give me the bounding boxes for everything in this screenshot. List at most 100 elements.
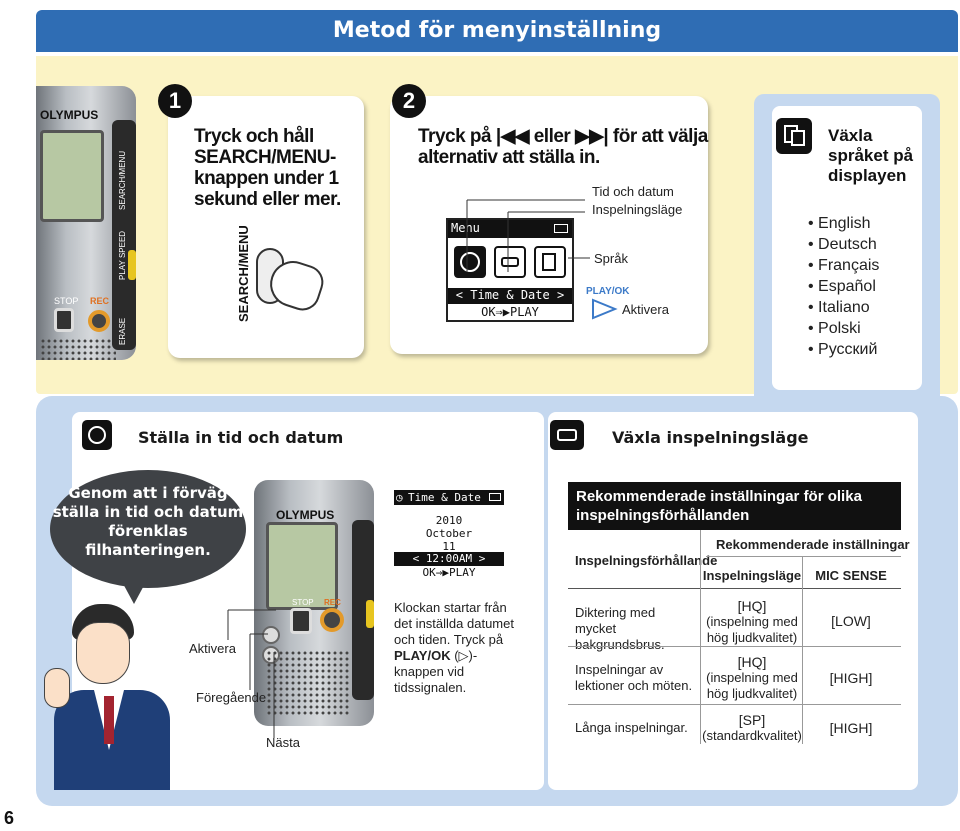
play-button-icon[interactable] — [590, 298, 618, 320]
device-brand: OLYMPUS — [40, 108, 99, 122]
device-rec-label-bottom: REC — [324, 598, 341, 607]
row1-mic: [LOW] — [831, 613, 871, 629]
device-erase-label: ERASE — [118, 317, 127, 345]
step2-text-part2: eller — [533, 126, 571, 147]
page-title: Metod för menyinställning — [332, 18, 662, 43]
menu-lcd-left-arrow: < — [455, 288, 471, 302]
header-banner: Metod för menyinställning — [36, 10, 958, 52]
col-recommended: Rekommenderade inställningar — [716, 537, 910, 552]
businessman-face — [76, 622, 130, 684]
time-description-part2: -knappen vid tidssignalen. — [394, 648, 478, 695]
step2-instruction: Tryck på |◀◀ eller ▶▶| för att välja alt… — [418, 126, 708, 168]
row3-mic: [HIGH] — [829, 720, 873, 736]
row2-mode-note: (inspelning med hög ljudkvalitet) — [706, 670, 798, 701]
language-item[interactable]: • Русский — [808, 341, 878, 358]
erase-button-bottom[interactable] — [366, 600, 374, 628]
row3-condition: Långa inspelningar. — [575, 720, 688, 735]
menu-lcd-title-bar: Menu — [448, 220, 572, 238]
tape-icon[interactable] — [494, 246, 526, 278]
language-panel-icon — [776, 118, 812, 154]
row1-condition: Diktering med mycket bakgrundsbrus. — [575, 605, 665, 652]
step2-number: 2 — [392, 84, 426, 118]
rec-button-bottom[interactable] — [320, 608, 344, 632]
row1-mode: [HQ] (inspelning med hög ljudkvalitet) — [702, 598, 802, 646]
language-item[interactable]: • Español — [808, 278, 876, 295]
time-date-month: October — [425, 527, 473, 540]
device-stop-label-bottom: STOP — [292, 598, 314, 607]
play-mini-icon: ▷ — [458, 648, 469, 663]
battery-icon-mini — [489, 493, 501, 501]
time-date-lcd-title: Time & Date — [408, 491, 481, 504]
language-item[interactable]: • Français — [808, 257, 880, 274]
language-item[interactable]: • English — [808, 215, 871, 232]
device-callout-lines — [227, 609, 276, 738]
language-icon[interactable] — [534, 246, 566, 278]
menu-lcd-selection: < Time & Date > — [448, 288, 572, 304]
row1-mode-value: [HQ] — [737, 598, 767, 614]
callout-language: Språk — [594, 251, 628, 266]
rec-button[interactable] — [88, 310, 110, 332]
callout-rec-mode: Inspelningsläge — [592, 202, 683, 217]
device-screen — [40, 130, 104, 222]
time-section-title: Ställa in tid och datum — [138, 428, 344, 447]
businessman-illustration — [44, 604, 174, 790]
time-date-time: 12:00AM — [425, 552, 473, 565]
step2-callout-lines — [466, 199, 590, 272]
callout-play-ok: PLAY/OK — [586, 286, 630, 297]
time-date-time-row: < 12:00AM > — [394, 552, 504, 566]
clock-icon[interactable] — [454, 246, 486, 278]
time-date-lcd: ◷ Time & Date 2010 October 11 < 12:00AM … — [394, 490, 504, 580]
row3-mode: [SP] (standardkvalitet) — [702, 712, 802, 744]
col-mode: Inspelningsläge — [702, 568, 802, 583]
time-description-bold: PLAY/OK — [394, 648, 451, 663]
speech-bubble-text: Genom att i förväg ställa in tid och dat… — [52, 484, 244, 559]
row2-mic: [HIGH] — [829, 670, 873, 686]
language-item[interactable]: • Polski — [808, 320, 861, 337]
previous-button-bottom[interactable] — [262, 626, 280, 644]
clock-section-icon — [82, 420, 112, 450]
step1-instruction: Tryck och håll SEARCH/MENU-knappen under… — [194, 126, 341, 210]
clock-mini-icon: ◷ — [396, 491, 403, 504]
time-description-part1: Klockan startar från det inställda datum… — [394, 600, 514, 647]
label-activate: Aktivera — [189, 641, 236, 656]
tape-section-icon — [550, 420, 584, 450]
step1-card — [168, 96, 364, 358]
row2-mode: [HQ] (inspelning med hög ljudkvalitet) — [702, 654, 802, 702]
col-mic: MIC SENSE — [815, 568, 887, 583]
battery-icon — [554, 224, 568, 233]
language-list: • English • Deutsch • Français • Español… — [808, 213, 918, 360]
next-icon: ▶▶| — [575, 126, 609, 147]
stop-button[interactable] — [54, 308, 74, 332]
page-number: 6 — [4, 808, 15, 828]
step2-text-part3: för att välja alternativ att ställa in. — [418, 126, 708, 168]
time-date-day: 11 — [442, 540, 456, 553]
row2-condition: Inspelningar av lektioner och möten. — [575, 662, 693, 693]
erase-button[interactable] — [128, 250, 136, 280]
rec-section-title: Växla inspelningsläge — [612, 428, 809, 447]
speech-bubble-tail — [120, 578, 148, 604]
speaker-grille-bottom — [266, 650, 350, 716]
language-panel-title: Växla språket på displayen — [828, 126, 914, 185]
language-item[interactable]: • Italiano — [808, 299, 870, 316]
device-screen-bottom — [266, 522, 338, 610]
callout-time-date: Tid och datum — [592, 184, 674, 199]
businessman-tie — [104, 696, 114, 744]
menu-lcd-footer: OK⇒▶PLAY — [481, 305, 539, 319]
rec-table-header: Rekommenderade inställningar för olika i… — [568, 482, 901, 530]
step2-text-part1: Tryck på — [418, 126, 492, 147]
previous-icon: |◀◀ — [495, 126, 530, 147]
language-item[interactable]: • Deutsch — [808, 236, 877, 253]
time-date-year: 2010 — [435, 514, 463, 527]
device-stop-label: STOP — [54, 296, 79, 306]
device-side-strip-bottom — [352, 520, 374, 700]
speaker-grille — [40, 338, 116, 360]
row3-mode-value: [SP] — [738, 712, 766, 728]
col-condition: Inspelningsförhållande — [575, 553, 718, 568]
stop-button-bottom[interactable] — [290, 608, 312, 634]
rec-table-title: Rekommenderade inställningar för olika i… — [576, 488, 862, 524]
menu-lcd-title: Menu — [451, 221, 480, 235]
device-brand-bottom: OLYMPUS — [276, 508, 335, 522]
step1-search-menu-label: SEARCH/MENU — [236, 225, 251, 322]
businessman-hand — [44, 668, 70, 708]
time-description: Klockan startar från det inställda datum… — [394, 600, 514, 695]
